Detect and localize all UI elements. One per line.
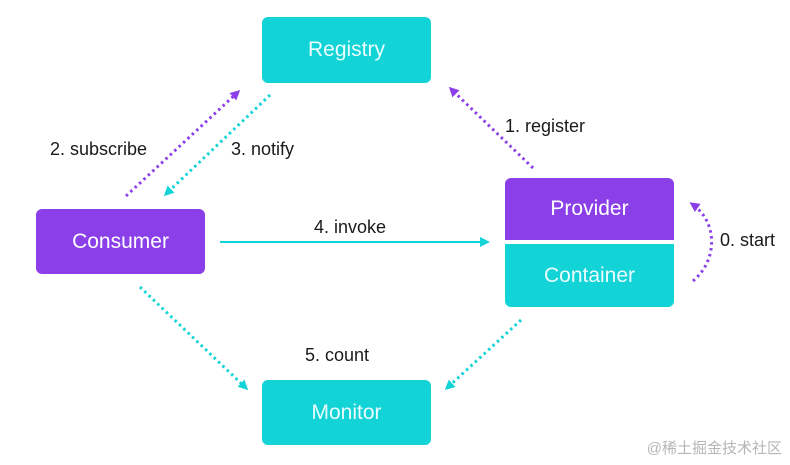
register-label: 1. register [505,116,586,136]
registry-node: Registry [262,17,431,83]
start-arrow [689,202,714,283]
container-node: Container [505,244,674,307]
invoke-label: 4. invoke [314,217,387,237]
consumer-count-arrow [138,285,249,391]
notify-label: 3. notify [231,139,295,159]
register-arrow [448,86,535,170]
provider-node: Provider [505,178,674,240]
start-label: 0. start [720,230,776,250]
consumer-node: Consumer [36,209,205,274]
count-label: 5. count [305,345,370,365]
monitor-node: Monitor [262,380,431,445]
watermark: @稀土掘金技术社区 [646,440,782,457]
provider-count-arrow [444,318,523,391]
subscribe-arrow [124,89,241,198]
subscribe-label: 2. subscribe [50,139,148,159]
